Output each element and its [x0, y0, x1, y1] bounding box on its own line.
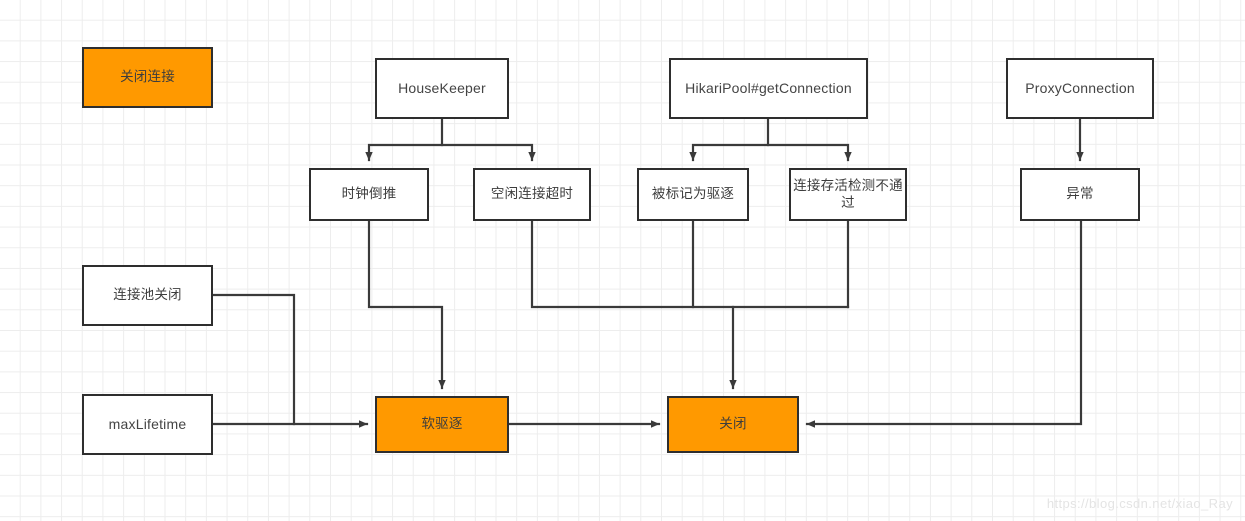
node-idletimeout[interactable]: 空闲连接超时: [473, 168, 591, 221]
node-label: 时钟倒推: [341, 186, 397, 202]
node-title[interactable]: 关闭连接: [82, 47, 213, 108]
edge-housekeeper-idletimeout: [440, 143, 536, 162]
node-label: 关闭: [719, 416, 747, 432]
node-label: HikariPool#getConnection: [685, 79, 852, 96]
node-label: 异常: [1066, 186, 1094, 202]
edge-clockback-softevict: [367, 219, 446, 390]
node-label: 关闭连接: [120, 69, 175, 85]
node-label: maxLifetime: [108, 415, 187, 432]
node-softevict[interactable]: 软驱逐: [375, 396, 509, 453]
watermark-text: https://blog.csdn.net/xiao_Ray: [1046, 496, 1233, 511]
edge-idletimeout-close: [530, 219, 850, 309]
node-close[interactable]: 关闭: [667, 396, 799, 453]
node-poolclosed[interactable]: 连接池关闭: [82, 265, 213, 326]
node-label: 连接池关闭: [113, 287, 182, 303]
node-maxlifetime[interactable]: maxLifetime: [82, 394, 213, 455]
node-clockback[interactable]: 时钟倒推: [309, 168, 429, 221]
edge-hikaripool-alivefail: [766, 143, 852, 162]
node-label: 空闲连接超时: [490, 186, 574, 202]
node-hikaripool[interactable]: HikariPool#getConnection: [669, 58, 868, 119]
node-proxyconn[interactable]: ProxyConnection: [1006, 58, 1154, 119]
node-label: HouseKeeper: [398, 79, 486, 96]
node-label: 软驱逐: [421, 416, 463, 432]
node-exception[interactable]: 异常: [1020, 168, 1140, 221]
node-alivefail[interactable]: 连接存活检测不通过: [789, 168, 907, 221]
edge-hikaripool-markevict: [689, 117, 770, 162]
node-housekeeper[interactable]: HouseKeeper: [375, 58, 509, 119]
edge-poolclosed-softevict: [211, 293, 296, 426]
node-label: ProxyConnection: [1025, 79, 1135, 96]
node-label: 被标记为驱逐: [651, 186, 735, 202]
edge-exception-close: [805, 219, 1083, 428]
edge-housekeeper-clockback: [365, 117, 444, 162]
node-label: 连接存活检测不通过: [793, 177, 903, 210]
node-markevict[interactable]: 被标记为驱逐: [637, 168, 749, 221]
